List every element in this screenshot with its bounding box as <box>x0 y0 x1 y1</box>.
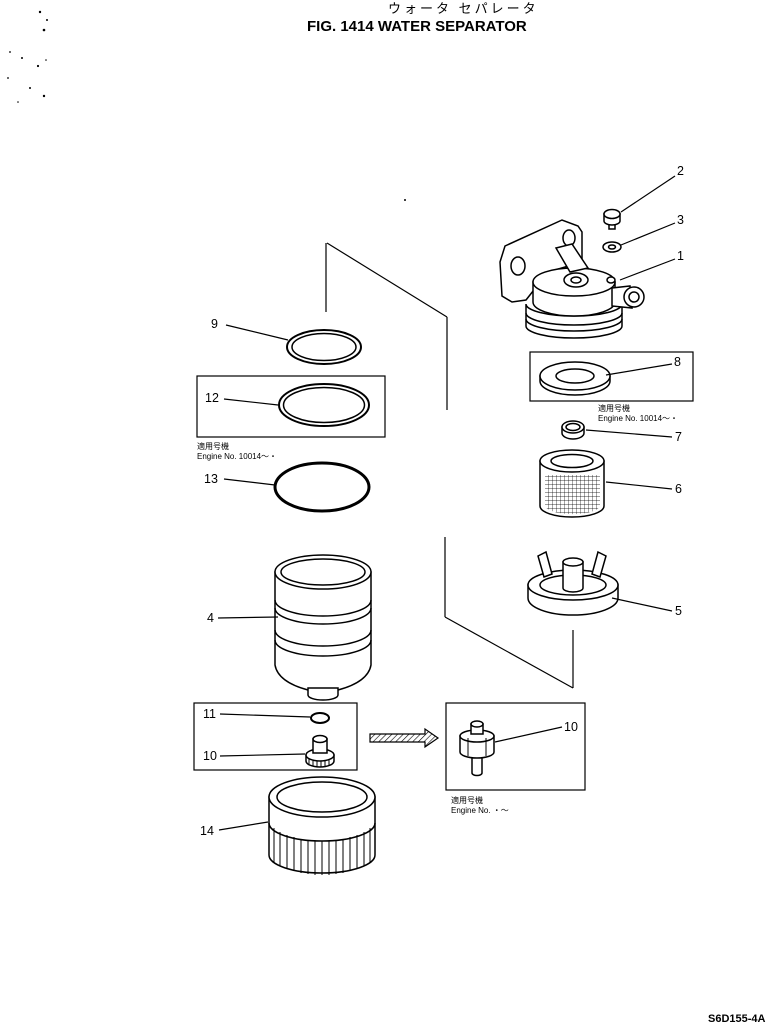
leader-10-left <box>219 753 306 757</box>
callout-14: 14 <box>200 824 214 838</box>
callout-8: 8 <box>674 355 681 369</box>
leader-2 <box>620 175 676 213</box>
variant-box-12 <box>196 375 386 438</box>
callout-2: 2 <box>677 164 684 178</box>
leader-11 <box>219 713 311 718</box>
leader-13 <box>223 478 276 486</box>
leader-1 <box>619 258 676 281</box>
callout-4: 4 <box>207 611 214 625</box>
callout-5: 5 <box>675 604 682 618</box>
callout-6: 6 <box>675 482 682 496</box>
leader-9 <box>225 324 289 341</box>
figure-title: FIG. 1414 WATER SEPARATOR <box>307 18 527 35</box>
callout-13: 13 <box>204 472 218 486</box>
leader-10-right <box>494 726 563 743</box>
variant-box-10-right <box>445 702 586 791</box>
assembly-centerlines <box>325 242 574 689</box>
callout-7: 7 <box>675 430 682 444</box>
callout-1: 1 <box>677 249 684 263</box>
drawing-code: S6D155-4A <box>708 1013 766 1025</box>
part-4-bowl <box>274 554 372 701</box>
part-13-o-ring <box>273 461 371 513</box>
substitution-arrow <box>369 727 440 749</box>
leader-14 <box>218 821 269 831</box>
part-7-ring <box>561 420 585 440</box>
leader-12 <box>223 398 279 406</box>
leader-6 <box>605 481 673 490</box>
leader-8 <box>605 363 673 376</box>
part-11-o-ring <box>310 712 330 724</box>
part-3-washer <box>602 241 622 253</box>
note-8-label: 適用号機 <box>598 403 630 413</box>
part-8-gasket <box>539 361 611 396</box>
note-10-engine: Engine No. ・～ <box>451 806 509 815</box>
note-8-engine: Engine No. 10014～・ <box>598 414 678 423</box>
part-1-filter-head <box>499 219 645 339</box>
part-9-o-ring <box>286 329 362 365</box>
part-10-drain-plug-left <box>305 734 335 768</box>
scan-noise <box>7 10 406 201</box>
callout-3: 3 <box>677 213 684 227</box>
callout-12: 12 <box>205 391 219 405</box>
note-12-engine: Engine No. 10014～・ <box>197 452 277 461</box>
part-6-filter-element <box>539 449 605 518</box>
leader-4 <box>217 616 279 619</box>
part-2-bolt <box>603 208 621 230</box>
callout-11: 11 <box>203 707 216 721</box>
variant-box-8 <box>529 351 694 402</box>
leader-5 <box>611 597 673 612</box>
callout-10-right: 10 <box>564 720 578 734</box>
note-10-label: 適用号機 <box>451 795 483 805</box>
leader-3 <box>620 222 676 246</box>
leader-7 <box>585 429 673 438</box>
part-14-ring-nut <box>268 776 376 875</box>
callout-9: 9 <box>211 317 218 331</box>
note-12-label: 適用号機 <box>197 441 229 451</box>
part-5-element-base <box>527 550 619 616</box>
callout-10-left: 10 <box>203 749 217 763</box>
part-10-drain-plug-right <box>459 720 495 777</box>
part-12-o-ring <box>278 383 370 427</box>
title-japanese: ウォータ セパレータ <box>388 1 539 16</box>
variant-box-10-left <box>193 702 358 771</box>
